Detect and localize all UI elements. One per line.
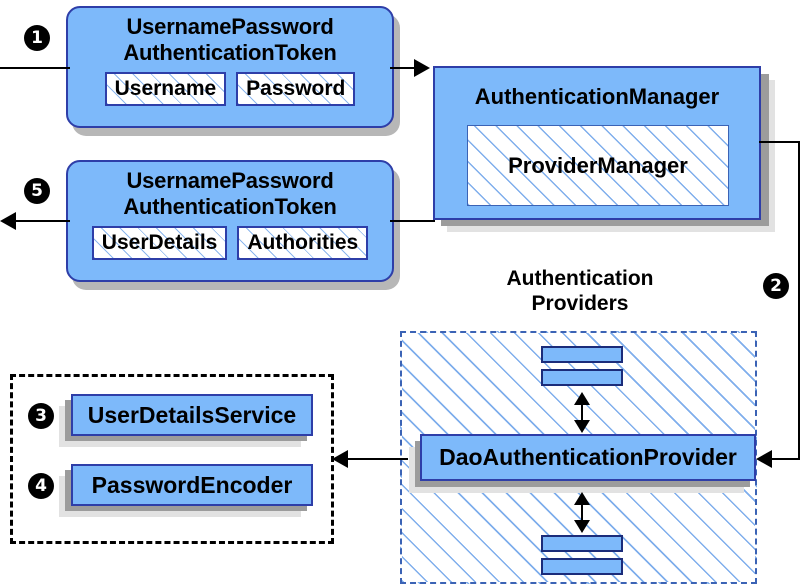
response-token-box[interactable]: UsernamePassword AuthenticationToken Use… [66,160,394,282]
response-token-slots: UserDetails Authorities [68,226,392,260]
response-output-arrowhead [0,212,16,230]
response-output-line [14,220,70,222]
provider-link-bottom-arrow-down [574,520,590,533]
provider-link-top-arrow-up [574,392,590,405]
token-to-manager-line [390,67,420,69]
dao-authentication-provider-label: DaoAuthenticationProvider [439,444,737,470]
provider-link-top-arrow-down [574,420,590,433]
provider-manager-label: ProviderManager [508,152,688,178]
badge-step-5: 5 [24,178,50,204]
other-provider-bar-2[interactable] [541,369,623,386]
incoming-request-line [0,67,70,69]
other-provider-bar-3[interactable] [541,535,623,552]
provider-manager-box[interactable]: ProviderManager [467,125,729,206]
request-token-slot-password: Password [236,72,356,106]
authentication-providers-label-line2: Providers [531,292,629,315]
authentication-providers-label-line1: Authentication [506,267,654,290]
manager-to-provider-line-top [759,141,800,143]
provider-link-bottom-line [581,498,583,522]
badge-step-1: 1 [24,25,50,51]
user-details-service-box[interactable]: UserDetailsService [71,394,313,436]
badge-step-3: 3 [28,403,54,429]
authentication-providers-label: Authentication Providers [468,266,692,316]
provider-link-bottom-arrow-up [574,492,590,505]
provider-link-top-line [581,398,583,422]
provider-to-dependencies-arrowhead [332,450,348,468]
request-token-slots: Username Password [68,72,392,106]
other-provider-bar-1[interactable] [541,346,623,363]
request-token-title-line2: AuthenticationToken [123,40,337,65]
manager-to-provider-arrowhead [756,450,772,468]
token-to-manager-arrowhead [414,59,430,77]
manager-to-provider-line-vertical [798,141,800,460]
dao-authentication-provider-box[interactable]: DaoAuthenticationProvider [420,434,756,481]
provider-to-dependencies-line [348,458,408,460]
request-token-title: UsernamePassword AuthenticationToken [68,8,392,66]
manager-to-response-token-line [390,220,435,222]
response-token-title: UsernamePassword AuthenticationToken [68,162,392,220]
response-token-slot-userdetails: UserDetails [91,226,228,260]
badge-step-4: 4 [28,473,54,499]
request-token-slot-username: Username [104,72,227,106]
other-provider-bar-4[interactable] [541,558,623,575]
response-token-title-line2: AuthenticationToken [123,194,337,219]
manager-to-provider-line-bottom [772,458,800,460]
request-token-box[interactable]: UsernamePassword AuthenticationToken Use… [66,6,394,128]
user-details-service-label: UserDetailsService [87,401,297,428]
response-token-slot-authorities: Authorities [237,226,369,260]
request-token-title-line1: UsernamePassword [126,14,334,39]
password-encoder-label: PasswordEncoder [91,471,293,498]
badge-step-2: 2 [763,273,789,299]
authentication-manager-title: AuthenticationManager [474,84,720,109]
password-encoder-box[interactable]: PasswordEncoder [71,464,313,506]
response-token-title-line1: UsernamePassword [126,168,334,193]
authentication-manager-box[interactable]: AuthenticationManager ProviderManager [433,66,761,220]
